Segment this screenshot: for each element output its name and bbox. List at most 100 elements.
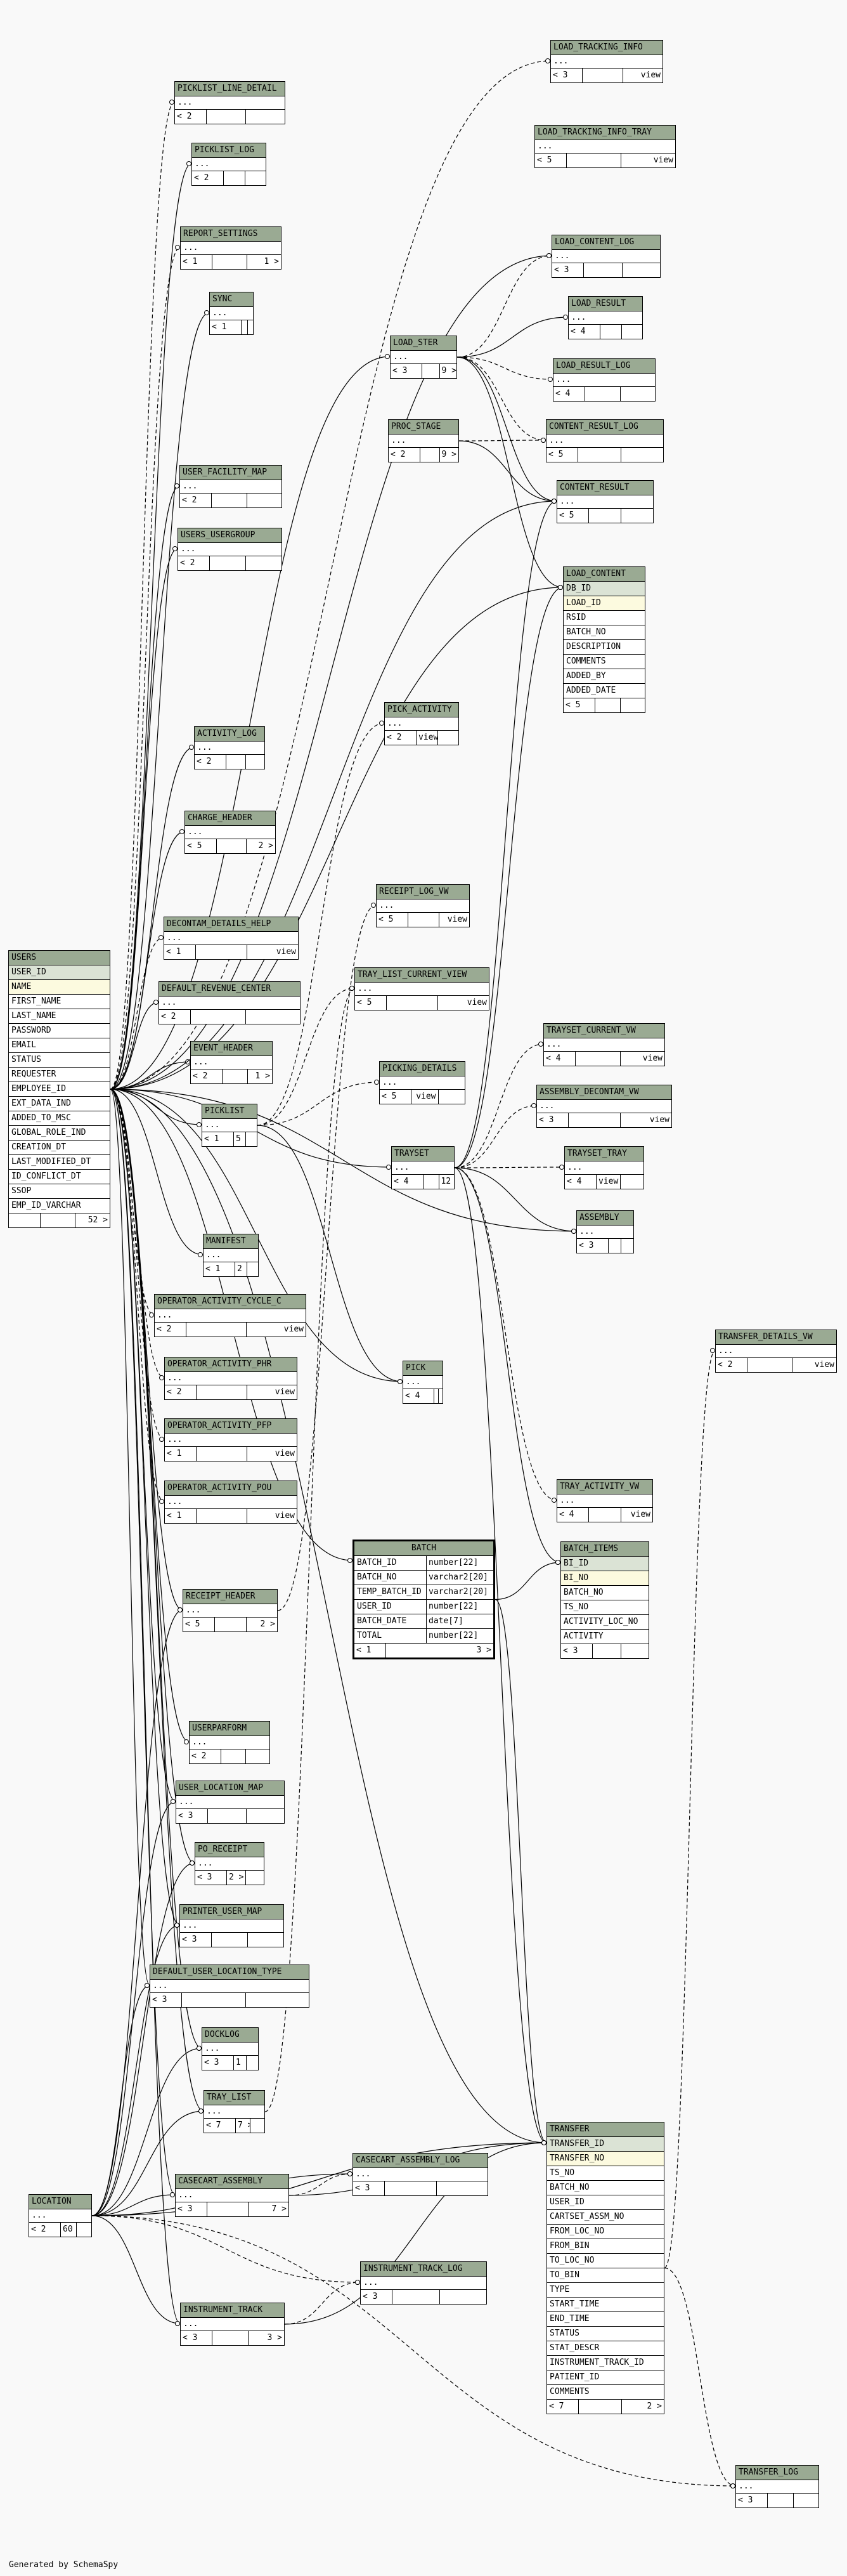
column-name: BATCH_NO bbox=[566, 627, 606, 637]
column-activity-loc-no: ACTIVITY_LOC_NO bbox=[561, 1615, 649, 1630]
children-count bbox=[9, 1213, 41, 1227]
table-load-result-log[interactable]: LOAD_RESULT_LOG...< 4 bbox=[553, 358, 656, 402]
table-content-result-log[interactable]: CONTENT_RESULT_LOG...< 5 bbox=[546, 419, 664, 462]
children-count: < 2 bbox=[191, 1069, 223, 1083]
table-footer: < 2 bbox=[180, 494, 281, 507]
children-count: < 2 bbox=[29, 2223, 61, 2237]
relationship-receipt-header-receipt-log-vw bbox=[277, 905, 377, 1611]
table-tray-list[interactable]: TRAY_LIST...< 77 > bbox=[204, 2090, 265, 2133]
table-manifest[interactable]: MANIFEST...< 12 > bbox=[203, 1234, 259, 1277]
column-id-conflict-dt: ID_CONFLICT_DT bbox=[9, 1170, 110, 1184]
collapsed-columns: ... bbox=[164, 932, 298, 945]
column-name: USER_ID bbox=[11, 967, 46, 977]
table-sync[interactable]: SYNC...< 1 bbox=[209, 292, 254, 335]
table-transfer-log[interactable]: TRANSFER_LOG...< 3 bbox=[735, 2465, 819, 2508]
table-userparform[interactable]: USERPARFORM...< 2 bbox=[189, 1721, 270, 1764]
view-or-parent-count bbox=[439, 1090, 465, 1104]
relationship-proc-stage-content-result bbox=[458, 440, 557, 502]
table-picklist-log[interactable]: PICKLIST_LOG...< 2 bbox=[191, 143, 266, 186]
table-picklist[interactable]: PICKLIST...< 15 > bbox=[202, 1104, 257, 1147]
column-name: ... bbox=[571, 313, 586, 322]
relationship-users-userparform bbox=[110, 1089, 190, 1742]
children-count: < 5 bbox=[377, 913, 408, 927]
view-or-parent-count: view bbox=[642, 1054, 663, 1063]
table-user-location-map[interactable]: USER_LOCATION_MAP...< 3 bbox=[176, 1781, 285, 1824]
table-activity-log[interactable]: ACTIVITY_LOG...< 2 bbox=[194, 726, 265, 769]
table-users-usergroup[interactable]: USERS_USERGROUP...< 2 bbox=[178, 528, 282, 571]
table-title: CONTENT_RESULT_LOG bbox=[546, 420, 663, 435]
column-batch-no: BATCH_NO bbox=[547, 2181, 664, 2195]
column-end-time: END_TIME bbox=[547, 2312, 664, 2327]
column-name: ... bbox=[739, 2481, 754, 2491]
column-batch-no: BATCH_NO bbox=[564, 625, 645, 640]
relationship-location-printer-user-map bbox=[91, 1925, 180, 2216]
table-load-content-log[interactable]: LOAD_CONTENT_LOG...< 3 bbox=[552, 235, 661, 278]
table-content-result[interactable]: CONTENT_RESULT...< 5 bbox=[557, 480, 654, 523]
relationship-picklist-picking-details bbox=[257, 1082, 380, 1126]
column-name: ... bbox=[162, 998, 177, 1007]
parents-count bbox=[242, 320, 248, 334]
table-location[interactable]: LOCATION...< 260 > bbox=[29, 2194, 92, 2237]
column-name: ... bbox=[197, 743, 212, 752]
table-printer-user-map[interactable]: PRINTER_USER_MAP...< 3 bbox=[179, 1904, 284, 1947]
table-title: OPERATOR_ACTIVITY_CYCLE_C bbox=[155, 1295, 306, 1309]
children-count: < 1 bbox=[181, 255, 212, 269]
table-title: LOAD_CONTENT_LOG bbox=[552, 235, 660, 250]
table-title: CASECART_ASSEMBLY_LOG bbox=[353, 2154, 488, 2168]
column-type: varchar2[20] bbox=[426, 1585, 493, 1599]
column-to-loc-no: TO_LOC_NO bbox=[547, 2254, 664, 2268]
table-docklog[interactable]: DOCKLOG...< 31 > bbox=[202, 2027, 259, 2070]
table-load-result[interactable]: LOAD_RESULT...< 4 bbox=[568, 296, 643, 339]
table-default-user-location-type[interactable]: DEFAULT_USER_LOCATION_TYPE...< 3 bbox=[150, 1965, 309, 2008]
relationship-location-po-receipt bbox=[91, 1862, 195, 2216]
crowfoot-marker bbox=[149, 1312, 154, 1317]
table-default-revenue-center[interactable]: DEFAULT_REVENUE_CENTER...< 2 bbox=[158, 981, 301, 1024]
column-name: ... bbox=[540, 1101, 555, 1111]
table-instrument-track-log[interactable]: INSTRUMENT_TRACK_LOG...< 3 bbox=[360, 2261, 487, 2305]
table-casecart-assembly-log[interactable]: CASECART_ASSEMBLY_LOG...< 3 bbox=[352, 2153, 488, 2196]
relationship-load-ster-load-content-log bbox=[456, 255, 552, 358]
column-name: LAST_MODIFIED_DT bbox=[11, 1157, 91, 1167]
column-user-id: USER_ID bbox=[9, 965, 110, 980]
relationship-trayset-trayset-tray bbox=[454, 1167, 565, 1168]
column-name: ... bbox=[206, 1250, 221, 1260]
table-trayset[interactable]: TRAYSET...< 412 > bbox=[391, 1146, 455, 1189]
table-user-facility-map[interactable]: USER_FACILITY_MAP...< 2 bbox=[179, 465, 282, 508]
table-picklist-line-detail[interactable]: PICKLIST_LINE_DETAIL...< 2 bbox=[174, 81, 285, 124]
table-pick[interactable]: PICK...< 4 bbox=[403, 1361, 443, 1404]
table-assembly[interactable]: ASSEMBLY...< 3 bbox=[576, 1210, 634, 1253]
